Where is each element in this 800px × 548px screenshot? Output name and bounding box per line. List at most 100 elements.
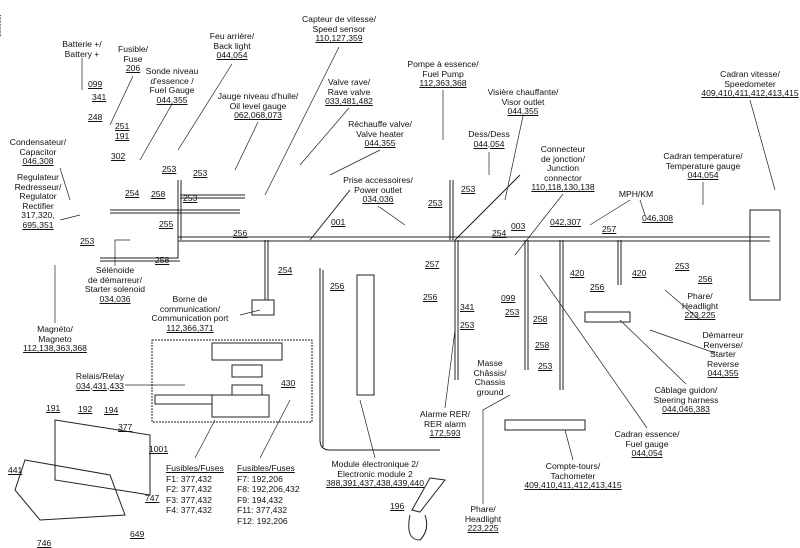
reference-number: 046,308 <box>642 213 674 223</box>
reference-number: 254 <box>125 188 140 198</box>
reference-number: 1001 <box>149 444 169 454</box>
reference-number: 254 <box>492 228 507 238</box>
callout-text: Magnéto/ <box>37 324 73 334</box>
callout-text: Réchauffe valve/ <box>348 119 412 129</box>
part-code: 223,225 <box>684 310 716 321</box>
harness-segment <box>559 240 564 390</box>
harness-segment <box>177 180 182 240</box>
part-code: 034,036 <box>99 293 131 304</box>
reference-number: 191 <box>115 131 130 141</box>
part-code: 044,355 <box>707 368 739 379</box>
reference-number: 256 <box>233 228 248 238</box>
harness-segment <box>454 240 459 380</box>
harness-segment <box>264 240 269 300</box>
callout-text: Power outlet <box>354 184 402 195</box>
callout-text: Fuel Gauge <box>149 85 195 96</box>
fuse-item: F4: 377,432 <box>166 505 212 515</box>
part-code: 112,138,363,368 <box>23 343 87 354</box>
part-code: 112,366,371 <box>166 322 214 333</box>
callout-text: Starter solenoid <box>84 284 146 295</box>
reference-number: 420 <box>570 268 585 278</box>
speedometer-connector <box>749 209 781 301</box>
reference-number: 257 <box>425 259 440 269</box>
reference-number: 253 <box>460 320 475 330</box>
callout-text: Masse <box>477 358 503 368</box>
part-code: 112,363,368 <box>419 78 467 89</box>
callout-text: Cadran vitesse/ <box>720 69 780 79</box>
reference-number: 003 <box>511 221 526 231</box>
callout-text: ground <box>476 386 504 397</box>
callout-text: RER alarm <box>423 418 467 429</box>
fuse-block <box>211 342 283 361</box>
reference-number: 341 <box>92 92 107 102</box>
part-code: 044,054 <box>687 170 719 181</box>
fuse-item: F2: 377,432 <box>166 484 212 494</box>
fuse-item: F8: 192,206,432 <box>237 484 300 494</box>
reference-number: 253 <box>193 168 208 178</box>
part-code: 034,036 <box>362 194 394 205</box>
callout-text: Sonde niveau <box>145 66 199 76</box>
callout-text: Dess/Dess <box>468 129 510 139</box>
part-code: 388,391,437,438,439,440 <box>326 478 424 489</box>
reference-number: 256 <box>698 274 713 284</box>
part-code: 172,593 <box>429 428 461 439</box>
callout-text: Batterie +/ <box>62 39 102 49</box>
reference-number: 649 <box>130 529 145 539</box>
callout-text: Headlight <box>464 513 502 524</box>
fuse-list-title: Fusibles/Fuses <box>237 463 295 473</box>
callout-text: Visière chauffante/ <box>487 87 559 97</box>
reference-number: 747 <box>145 493 160 503</box>
callout-text: MPH/KM <box>618 189 654 199</box>
callout-text: communication/ <box>159 303 221 314</box>
reference-number: 256 <box>590 282 605 292</box>
reference-number: 254 <box>278 265 293 275</box>
callout-text: Steering harness <box>653 394 719 405</box>
reference-number: 377 <box>118 422 133 432</box>
callout-text: Condensateur/ <box>9 137 67 147</box>
reference-number: 099 <box>88 79 103 89</box>
callout-text: Electronic module 2 <box>337 468 413 479</box>
callout-text: Redresseur/ <box>14 181 62 192</box>
part-code: 044,054 <box>473 138 505 149</box>
callout-text: Sélénoide <box>95 265 135 275</box>
callout-text: Capteur de vitesse/ <box>301 14 377 24</box>
callout-text: Regulator <box>19 191 57 202</box>
fuse-block <box>211 394 270 418</box>
harness-segment <box>454 174 521 241</box>
callout-text: Prise accessoires/ <box>343 175 413 185</box>
reference-number: 256 <box>330 281 345 291</box>
harness-segment <box>319 268 440 451</box>
fuse-item: F3: 377,432 <box>166 494 212 505</box>
callout-text: Phare/ <box>470 504 496 514</box>
reference-number: 191 <box>46 403 61 413</box>
reference-number: 253 <box>428 198 443 208</box>
callout-text: Cadran essence/ <box>614 429 680 439</box>
callout-text: Fuse <box>123 53 143 64</box>
callout-text: Valve rave/ <box>327 77 371 87</box>
callout-text: Battery + <box>64 48 100 59</box>
reference-number: 194 <box>104 405 119 415</box>
relay-block <box>231 364 263 378</box>
fuse-list-title: Fusibles/Fuses <box>166 463 224 473</box>
part-code: 062,068,073 <box>234 110 282 121</box>
callout-text: Rectifier <box>22 200 54 211</box>
callout-text: Connecteur <box>540 144 586 154</box>
leader-lines <box>54 46 776 504</box>
part-code: 044,355 <box>156 94 188 105</box>
callout-text: Rave valve <box>327 86 371 97</box>
harness-segment <box>100 240 180 262</box>
